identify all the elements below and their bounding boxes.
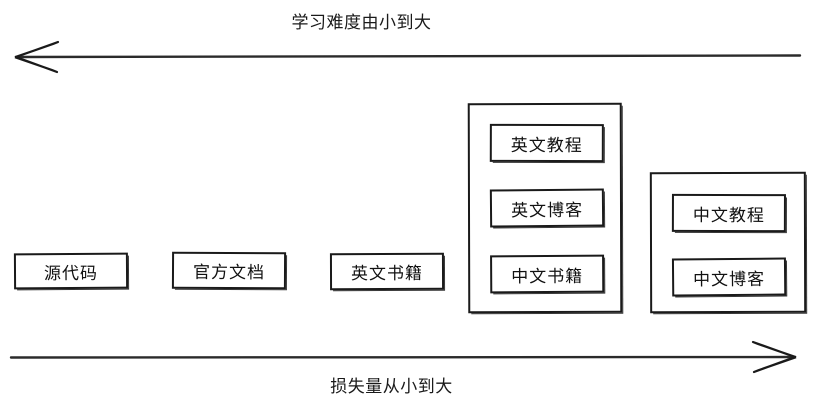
node-label: 中文书籍: [511, 266, 584, 287]
node-label: 中文博客: [693, 269, 766, 290]
top-axis-label: 学习难度由小到大: [291, 13, 432, 33]
node-label: 英文书籍: [350, 263, 424, 285]
arrow-left-icon: [14, 40, 802, 74]
node-label: 中文教程: [692, 205, 765, 226]
node-chinese-tutorial[interactable]: 中文教程: [671, 193, 786, 233]
node-official-docs[interactable]: 官方文档: [171, 251, 287, 290]
node-chinese-books[interactable]: 中文书籍: [490, 254, 605, 294]
node-english-tutorial[interactable]: 英文教程: [489, 123, 604, 163]
node-label: 官方文档: [192, 262, 266, 284]
node-label: 源代码: [43, 263, 99, 284]
group-english-tutorials: 英文教程 英文博客 中文书籍: [467, 102, 623, 314]
bottom-axis-label: 损失量从小到大: [330, 377, 453, 397]
node-label: 英文博客: [510, 200, 584, 221]
node-chinese-blog[interactable]: 中文博客: [671, 257, 787, 297]
node-source-code[interactable]: 源代码: [13, 252, 129, 290]
group-chinese-tutorials: 中文教程 中文博客: [649, 171, 807, 314]
node-english-books[interactable]: 英文书籍: [329, 252, 445, 291]
arrow-right-icon: [9, 340, 797, 374]
node-label: 英文教程: [510, 135, 583, 156]
node-english-blog[interactable]: 英文博客: [489, 188, 605, 228]
